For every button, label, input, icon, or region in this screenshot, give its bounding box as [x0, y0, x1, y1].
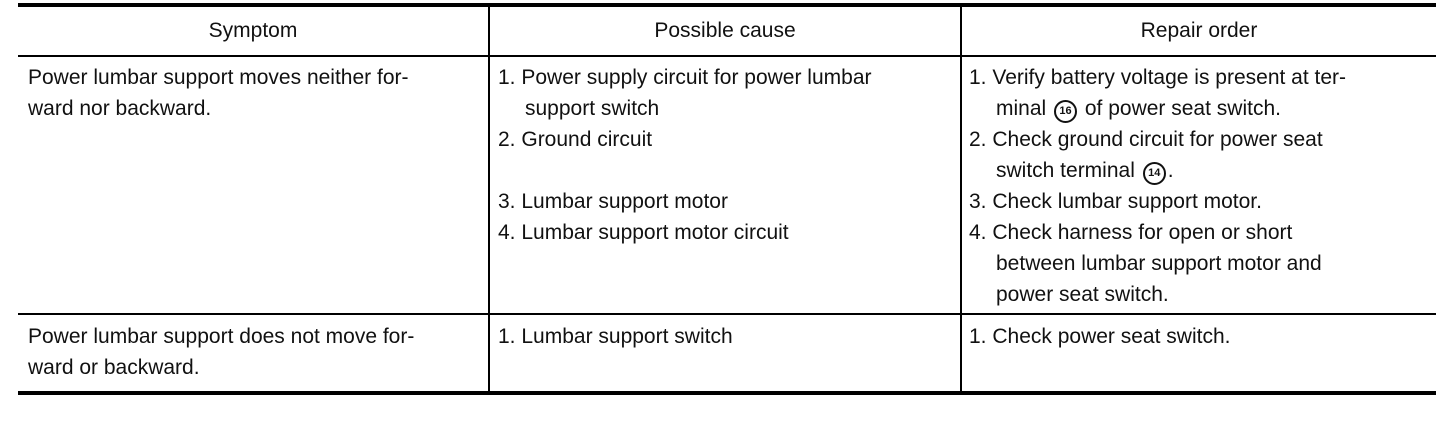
repair-item-cont: switch terminal 14. — [969, 155, 1429, 186]
repair-item: 4. Check harness for open or short — [969, 221, 1293, 244]
repair-item-cont: between lumbar support motor and — [996, 252, 1322, 275]
row2-causes: 1. Lumbar support switch — [498, 321, 954, 352]
row1-cause-2: 2. Ground circuit — [498, 128, 653, 151]
table-top-rule — [18, 3, 1436, 7]
repair-item: 1. Check power seat switch. — [969, 325, 1231, 348]
terminal-16-icon: 16 — [1054, 100, 1078, 123]
row1-causes: 1. Power supply circuit for power lumbar… — [498, 62, 954, 124]
row1-repairs: 1. Verify battery voltage is present at … — [969, 62, 1429, 310]
repair-item: 1. Verify battery voltage is present at … — [969, 66, 1347, 89]
row2-symptom: Power lumbar support does not move for- … — [28, 321, 478, 383]
header-repair-order: Repair order — [1140, 19, 1258, 42]
row1-cause-4: 4. Lumbar support motor circuit — [498, 221, 789, 244]
header-symptom: Symptom — [208, 19, 298, 42]
row2-symptom-line2: ward or backward. — [28, 356, 200, 379]
cause-item-cont: support switch — [525, 97, 660, 120]
terminal-14-icon: 14 — [1142, 162, 1166, 185]
header-possible-cause: Possible cause — [654, 19, 796, 42]
row2-repairs: 1. Check power seat switch. — [969, 321, 1429, 352]
row1-symptom-line1: Power lumbar support moves neither for- — [28, 66, 409, 89]
row-divider — [18, 313, 1436, 315]
repair-item: 2. Check ground circuit for power seat — [969, 128, 1323, 151]
table-bottom-rule — [18, 391, 1436, 395]
cause-item: 1. Power supply circuit for power lumbar — [498, 66, 872, 89]
repair-item-cont: minal 16 of power seat switch. — [969, 93, 1429, 124]
row1-symptom-line2: ward nor backward. — [28, 97, 212, 120]
repair-item-cont: power seat switch. — [996, 283, 1169, 306]
column-divider-2 — [960, 5, 962, 392]
row1-cause-3: 3. Lumbar support motor — [498, 190, 728, 213]
row1-symptom: Power lumbar support moves neither for- … — [28, 62, 478, 124]
header-divider — [18, 55, 1436, 57]
column-divider-1 — [488, 5, 490, 392]
row2-symptom-line1: Power lumbar support does not move for- — [28, 325, 415, 348]
repair-item: 3. Check lumbar support motor. — [969, 190, 1262, 213]
cause-item: 1. Lumbar support switch — [498, 325, 733, 348]
